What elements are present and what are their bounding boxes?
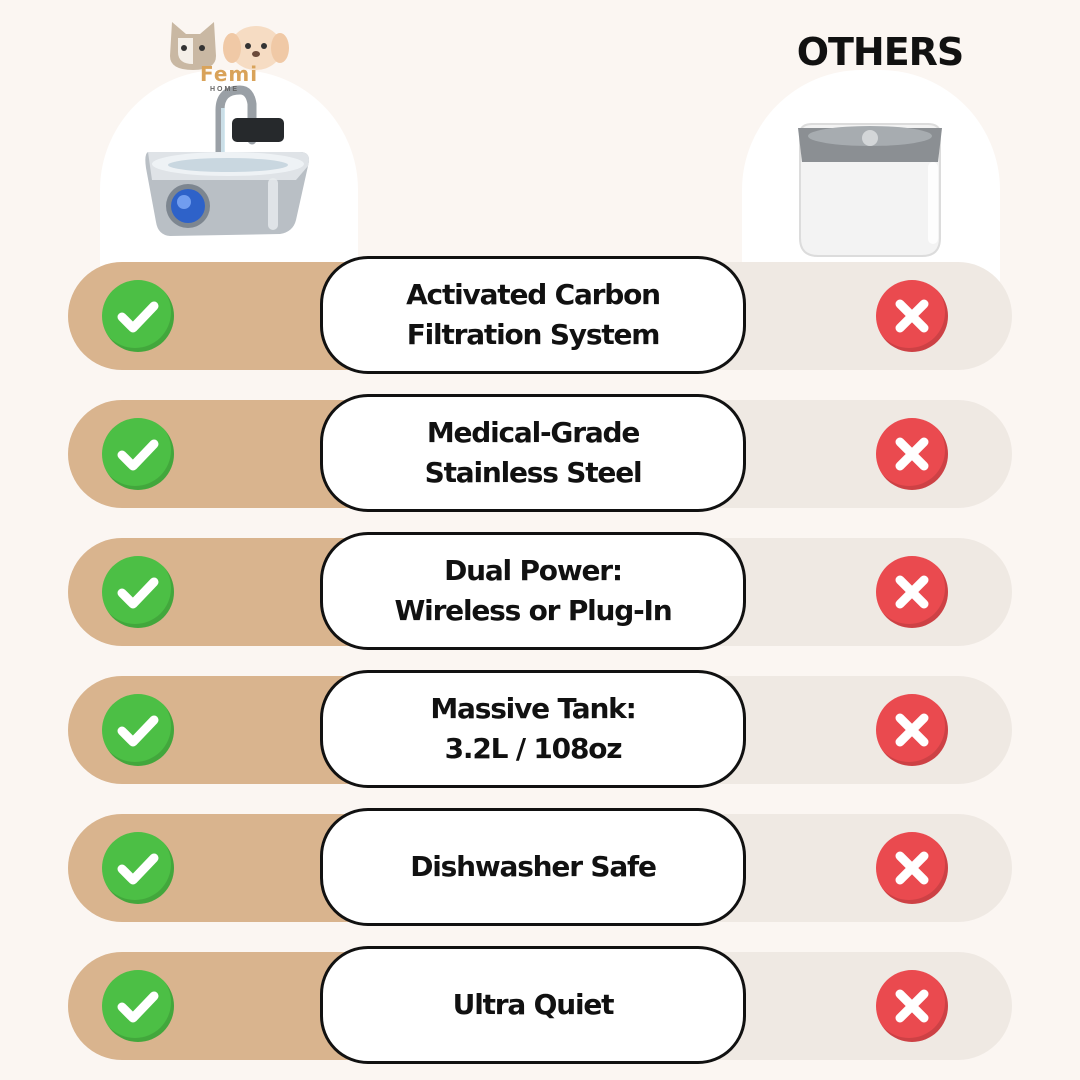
cat-dog-logo-icon	[170, 22, 289, 70]
feature-label-box: Medical-Grade Stainless Steel	[320, 394, 746, 512]
check-icon	[102, 694, 174, 766]
cross-icon	[876, 556, 948, 628]
cross-icon	[876, 970, 948, 1042]
feature-label: Ultra Quiet	[452, 988, 615, 1021]
others-heading: OTHERS	[796, 30, 965, 74]
cross-icon	[876, 280, 948, 352]
feature-label: Medical-Grade Stainless Steel	[424, 416, 643, 489]
check-icon	[102, 970, 174, 1042]
others-product-card	[742, 70, 1000, 300]
stainless-fountain-image	[145, 85, 309, 236]
feature-label-box: Activated Carbon Filtration System	[320, 256, 746, 374]
check-icon	[102, 556, 174, 628]
brand-name: Femi	[200, 62, 259, 86]
feature-label: Activated Carbon Filtration System	[406, 278, 661, 351]
feature-label-box: Ultra Quiet	[320, 946, 746, 1064]
feature-label-box: Dishwasher Safe	[320, 808, 746, 926]
brand-sub: HOME	[210, 86, 239, 93]
cross-icon	[876, 694, 948, 766]
cross-icon	[876, 832, 948, 904]
brand-logo: Femi HOME	[160, 12, 310, 93]
plastic-fountain-image	[798, 123, 942, 257]
feature-label: Dual Power: Wireless or Plug-In	[394, 554, 672, 627]
cross-icon	[876, 418, 948, 490]
feature-label-box: Massive Tank: 3.2L / 108oz	[320, 670, 746, 788]
check-icon	[102, 418, 174, 490]
check-icon	[102, 280, 174, 352]
check-icon	[102, 832, 174, 904]
feature-label: Massive Tank: 3.2L / 108oz	[430, 692, 636, 765]
feature-label-box: Dual Power: Wireless or Plug-In	[320, 532, 746, 650]
feature-label: Dishwasher Safe	[410, 850, 657, 883]
femi-product-card	[100, 70, 358, 300]
